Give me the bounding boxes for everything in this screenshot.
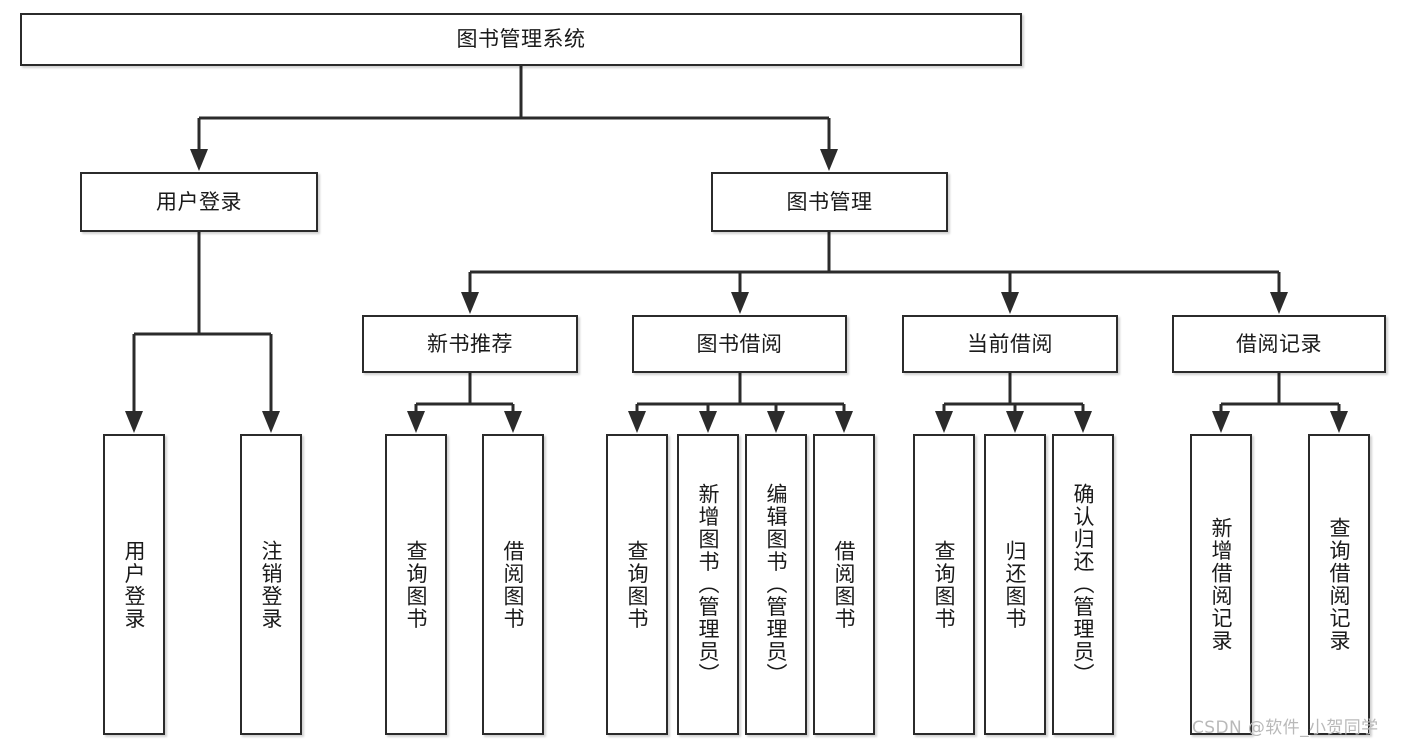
leaf-leaf-edit-book-admin[interactable]: 编辑图书（管理员） — [745, 434, 807, 735]
node-label: 确认归还（管理员） — [1071, 483, 1096, 686]
leaf-leaf-user-logout[interactable]: 注销登录 — [240, 434, 302, 735]
node-label: 图书借阅 — [696, 331, 783, 356]
node-borrow-record[interactable]: 借阅记录 — [1172, 315, 1386, 373]
leaf-leaf-add-borrow-record[interactable]: 新增借阅记录 — [1190, 434, 1252, 735]
node-label: 新书推荐 — [427, 331, 513, 356]
node-label: 查询图书 — [404, 539, 429, 630]
node-label: 新增借阅记录 — [1209, 517, 1234, 652]
leaf-leaf-query-book-current[interactable]: 查询图书 — [913, 434, 975, 735]
node-label: 查询图书 — [625, 539, 650, 630]
leaf-leaf-borrow-book[interactable]: 借阅图书 — [813, 434, 875, 735]
leaf-leaf-user-login[interactable]: 用户登录 — [103, 434, 165, 735]
leaf-leaf-query-book-recommend[interactable]: 查询图书 — [385, 434, 447, 735]
node-book-manage[interactable]: 图书管理 — [711, 172, 948, 232]
node-label: 新增图书（管理员） — [696, 483, 721, 686]
leaf-leaf-confirm-return-admin[interactable]: 确认归还（管理员） — [1052, 434, 1114, 735]
leaf-leaf-query-borrow-record[interactable]: 查询借阅记录 — [1308, 434, 1370, 735]
leaf-leaf-add-book-admin[interactable]: 新增图书（管理员） — [677, 434, 739, 735]
node-label: 查询借阅记录 — [1327, 517, 1352, 652]
connector-root-bus — [190, 66, 838, 171]
node-label: 查询图书 — [932, 539, 957, 630]
node-label: 图书管理 — [786, 189, 873, 214]
node-label: 借阅图书 — [832, 539, 857, 630]
node-user-login[interactable]: 用户登录 — [80, 172, 318, 232]
connector-current-borrow-bus — [935, 373, 1092, 433]
node-book-borrow[interactable]: 图书借阅 — [632, 315, 847, 373]
connector-borrow-record-bus — [1212, 373, 1348, 433]
leaf-leaf-return-book[interactable]: 归还图书 — [984, 434, 1046, 735]
node-current-borrow[interactable]: 当前借阅 — [902, 315, 1118, 373]
node-label: 归还图书 — [1003, 539, 1028, 630]
node-label: 注销登录 — [259, 539, 284, 630]
connector-user-login-bus — [125, 232, 280, 433]
node-new-book-recommend[interactable]: 新书推荐 — [362, 315, 578, 373]
leaf-leaf-query-book-borrow[interactable]: 查询图书 — [606, 434, 668, 735]
node-label: 借阅图书 — [501, 539, 526, 630]
node-label: 编辑图书（管理员） — [764, 483, 789, 686]
connector-book-borrow-bus — [628, 373, 853, 433]
connector-recommend-bus — [407, 373, 522, 433]
node-label: 用户登录 — [156, 189, 242, 214]
node-label: 图书管理系统 — [456, 27, 586, 52]
node-root[interactable]: 图书管理系统 — [20, 13, 1022, 66]
connector-book-manage-bus — [461, 232, 1288, 314]
node-label: 借阅记录 — [1236, 331, 1322, 356]
node-label: 用户登录 — [122, 539, 147, 630]
leaf-leaf-borrow-book-recommend[interactable]: 借阅图书 — [482, 434, 544, 735]
node-label: 当前借阅 — [967, 331, 1053, 356]
